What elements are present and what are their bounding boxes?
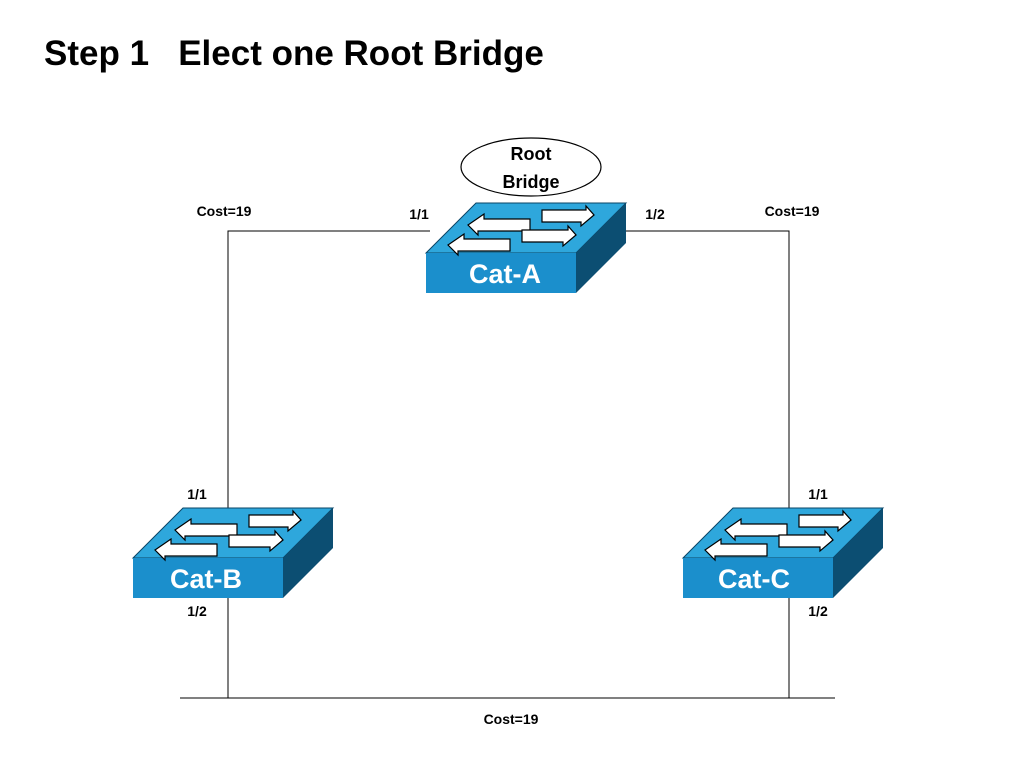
switch-name: Cat-A — [469, 259, 541, 289]
cat-c-port-1-2: 1/2 — [808, 603, 828, 619]
switch-cat-c[interactable]: Cat-C — [682, 507, 884, 599]
switch-name: Cat-B — [170, 564, 242, 594]
root-label-line2: Bridge — [502, 172, 559, 192]
root-bridge-callout: Root Bridge — [460, 137, 602, 197]
cat-a-port-1-1: 1/1 — [409, 206, 429, 222]
cat-a-port-1-2: 1/2 — [645, 206, 665, 222]
link-lines — [180, 230, 835, 699]
switch-name: Cat-C — [718, 564, 790, 594]
switch-cat-b[interactable]: Cat-B — [132, 507, 334, 599]
link-a-to-b — [227, 230, 430, 698]
cat-b-port-1-1: 1/1 — [187, 486, 207, 502]
page-title: Step 1 Elect one Root Bridge — [44, 34, 544, 73]
bottom-link-cost: Cost=19 — [484, 711, 539, 727]
right-link-cost: Cost=19 — [765, 203, 820, 219]
link-a-to-c — [620, 230, 790, 698]
cat-b-port-1-2: 1/2 — [187, 603, 207, 619]
root-label-line1: Root — [511, 144, 552, 164]
switch-cat-a[interactable]: Cat-A — [425, 202, 627, 294]
cat-c-port-1-1: 1/1 — [808, 486, 828, 502]
left-link-cost: Cost=19 — [197, 203, 252, 219]
